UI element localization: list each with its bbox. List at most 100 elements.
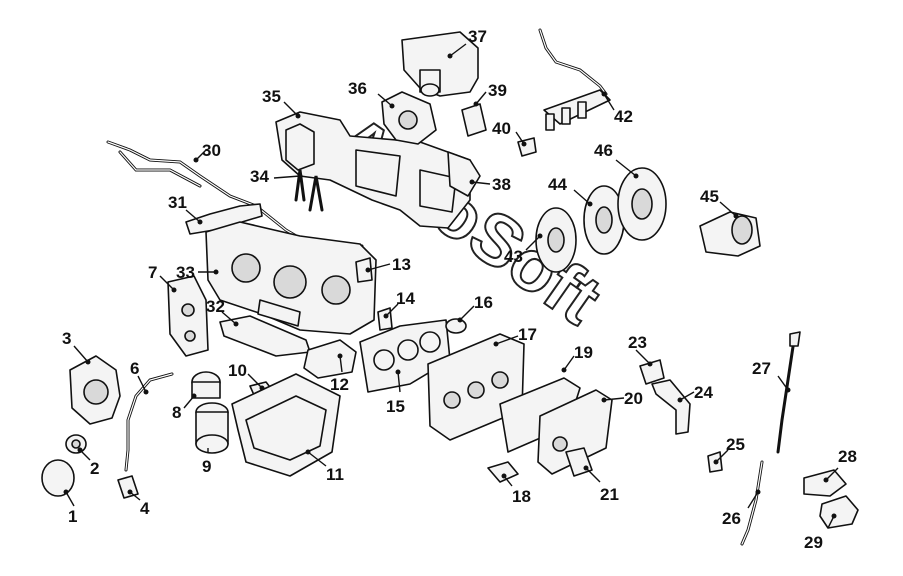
callout-13: 13 (367, 255, 411, 274)
part-37-air-box[interactable] (401, 31, 479, 97)
svg-text:35: 35 (262, 87, 281, 106)
svg-text:15: 15 (386, 397, 405, 416)
callout-32: 32 (206, 297, 237, 325)
part-42-fuel-rail[interactable] (538, 28, 611, 131)
svg-text:38: 38 (492, 175, 511, 194)
part-45-starter-motor[interactable] (699, 211, 761, 257)
part-46-pressure-plate[interactable] (617, 167, 667, 241)
svg-text:12: 12 (330, 375, 349, 394)
part-18-gasket[interactable] (487, 461, 519, 483)
part-17-cylinder-head[interactable] (427, 333, 525, 441)
part-40-small-sensor[interactable] (517, 137, 537, 157)
svg-text:43: 43 (504, 247, 523, 266)
part-34-bracket[interactable] (294, 169, 324, 212)
part-38-heat-shield[interactable] (447, 151, 481, 197)
part-2-idler-pulley[interactable] (65, 434, 87, 454)
part-13-clip[interactable] (355, 257, 373, 283)
part-20-cam-cover[interactable] (537, 389, 613, 475)
svg-text:31: 31 (168, 193, 187, 212)
svg-text:34: 34 (250, 167, 269, 186)
callout-19: 19 (563, 343, 593, 371)
svg-text:28: 28 (838, 447, 857, 466)
svg-text:16: 16 (474, 293, 493, 312)
part-27-dipstick[interactable] (776, 331, 801, 454)
svg-text:24: 24 (694, 383, 713, 402)
part-8-filter-bracket[interactable] (191, 371, 221, 399)
part-23-thermostat-housing[interactable] (639, 359, 665, 385)
callout-30: 30 (195, 141, 221, 161)
callout-42: 42 (603, 93, 633, 126)
svg-text:29: 29 (804, 533, 823, 552)
part-26-dipstick-tube[interactable] (740, 460, 764, 546)
svg-text:20: 20 (624, 389, 643, 408)
svg-text:21: 21 (600, 485, 619, 504)
callout-3: 3 (62, 329, 89, 363)
part-6-oil-tube[interactable] (124, 372, 174, 472)
svg-text:36: 36 (348, 79, 367, 98)
part-1-cap[interactable] (41, 459, 75, 497)
callout-6: 6 (130, 359, 147, 393)
callout-20: 20 (603, 389, 643, 408)
part-44-clutch-disc[interactable] (583, 185, 625, 255)
callout-45: 45 (700, 187, 737, 217)
part-31-hose[interactable] (185, 203, 263, 235)
callout-2: 2 (79, 449, 99, 478)
callout-1: 1 (65, 491, 77, 526)
svg-text:3: 3 (62, 329, 71, 348)
callout-10: 10 (228, 361, 263, 389)
callout-17: 17 (495, 325, 537, 345)
callout-35: 35 (262, 87, 299, 117)
part-7-timing-plate[interactable] (167, 275, 209, 357)
svg-text:1: 1 (68, 507, 77, 526)
svg-text:7: 7 (148, 263, 157, 282)
part-12-bracket[interactable] (303, 339, 357, 379)
svg-text:23: 23 (628, 333, 647, 352)
callout-37: 37 (449, 27, 487, 57)
svg-text:9: 9 (202, 457, 211, 476)
svg-text:4: 4 (140, 499, 150, 518)
svg-text:14: 14 (396, 289, 415, 308)
callout-15: 15 (386, 371, 405, 416)
callout-8: 8 (172, 395, 195, 422)
callout-16: 16 (459, 293, 493, 321)
part-39-sensor[interactable] (461, 103, 487, 137)
svg-text:32: 32 (206, 297, 225, 316)
svg-text:37: 37 (468, 27, 487, 46)
part-35-intake-manifold[interactable] (275, 111, 471, 229)
part-33-engine-block[interactable] (205, 221, 377, 335)
part-4-hose-end[interactable] (117, 475, 139, 499)
svg-text:42: 42 (614, 107, 633, 126)
svg-text:45: 45 (700, 187, 719, 206)
part-9-oil-filter[interactable] (195, 402, 229, 454)
callout-46: 46 (594, 141, 637, 177)
part-36-throttle-body[interactable] (381, 91, 437, 145)
callout-43: 43 (504, 235, 541, 266)
part-28-mount-bracket[interactable] (803, 469, 847, 497)
callout-18: 18 (503, 475, 531, 506)
callout-24: 24 (679, 383, 713, 402)
callout-12: 12 (330, 355, 349, 394)
callout-44: 44 (548, 175, 591, 205)
svg-text:19: 19 (574, 343, 593, 362)
part-16-oring[interactable] (445, 318, 467, 334)
svg-text:39: 39 (488, 81, 507, 100)
part-43-flywheel[interactable] (535, 207, 577, 273)
svg-text:8: 8 (172, 403, 181, 422)
callout-27: 27 (752, 359, 789, 391)
callout-7: 7 (148, 263, 175, 291)
callout-36: 36 (348, 79, 393, 107)
part-24-hose-elbow[interactable] (651, 379, 691, 435)
svg-text:26: 26 (722, 509, 741, 528)
svg-text:27: 27 (752, 359, 771, 378)
callout-26: 26 (722, 491, 759, 528)
svg-text:6: 6 (130, 359, 139, 378)
callout-9: 9 (202, 448, 211, 476)
part-11-oil-pan[interactable] (231, 373, 341, 477)
callout-21: 21 (585, 467, 619, 504)
callout-14: 14 (385, 289, 415, 317)
part-3-water-pump[interactable] (69, 355, 121, 425)
svg-text:30: 30 (202, 141, 221, 160)
part-29-engine-mount[interactable] (819, 495, 859, 529)
callout-31: 31 (168, 193, 201, 223)
callout-11: 11 (307, 451, 344, 484)
